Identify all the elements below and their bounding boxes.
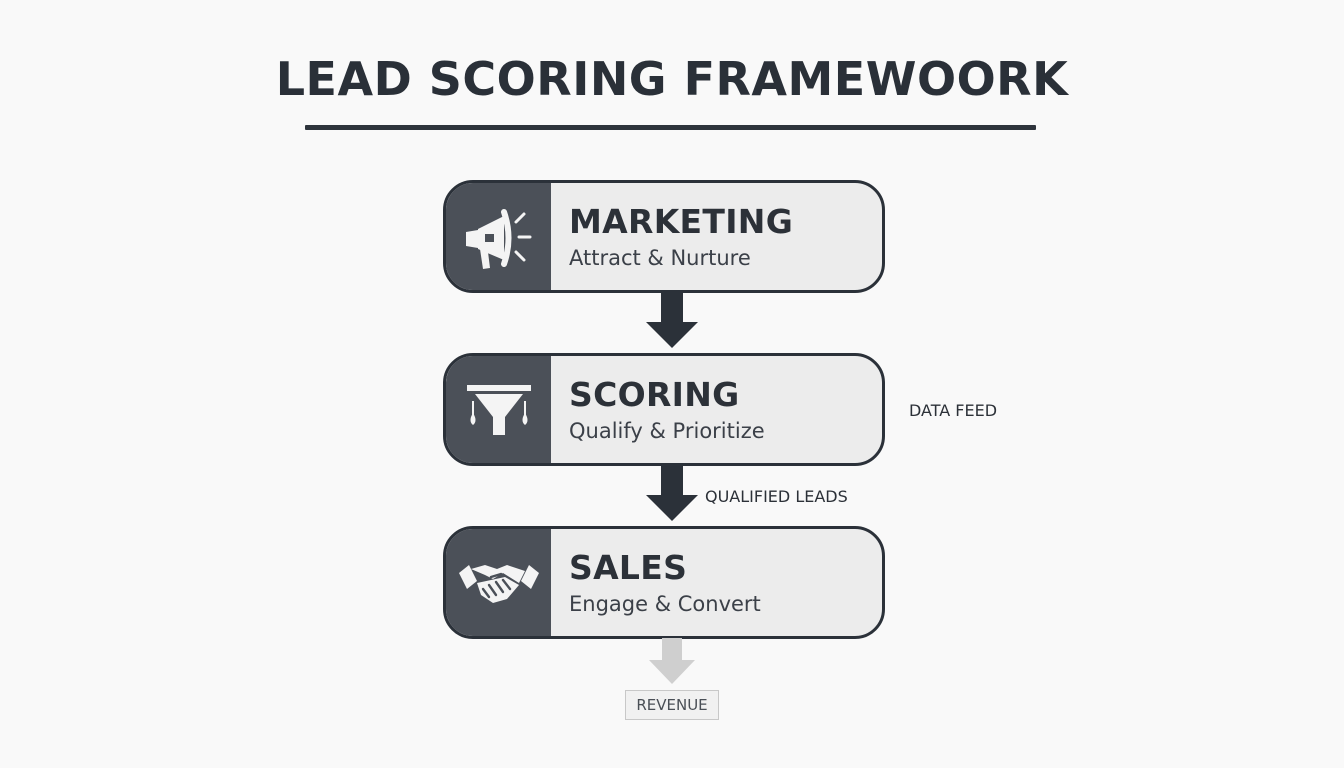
stage-sales: SALES Engage & Convert — [443, 526, 885, 639]
funnel-icon — [461, 375, 537, 445]
stage-marketing: MARKETING Attract & Nurture — [443, 180, 885, 293]
revenue-box: REVENUE — [625, 690, 719, 720]
qualified-leads-label: QUALIFIED LEADS — [705, 487, 848, 506]
megaphone-icon — [460, 202, 538, 272]
stage-marketing-description: Attract & Nurture — [569, 246, 751, 270]
page-title: LEAD SCORING FRAMEWOORK — [275, 52, 1069, 106]
stage-scoring: SCORING Qualify & Prioritize — [443, 353, 885, 466]
stage-sales-icon-panel — [446, 529, 551, 636]
stage-marketing-title: MARKETING — [569, 202, 794, 241]
down-arrow-1 — [646, 292, 698, 348]
stage-sales-description: Engage & Convert — [569, 592, 761, 616]
handshake-icon — [457, 551, 541, 615]
stage-marketing-icon-panel — [446, 183, 551, 290]
title-underline — [305, 125, 1036, 130]
down-arrow-3-faded — [649, 638, 695, 684]
data-feed-label: DATA FEED — [909, 401, 998, 420]
stage-sales-title: SALES — [569, 548, 688, 587]
down-arrow-2 — [646, 465, 698, 521]
stage-scoring-icon-panel — [446, 356, 551, 463]
stage-scoring-title: SCORING — [569, 375, 740, 414]
revenue-label: REVENUE — [636, 696, 708, 714]
stage-scoring-description: Qualify & Prioritize — [569, 419, 765, 443]
